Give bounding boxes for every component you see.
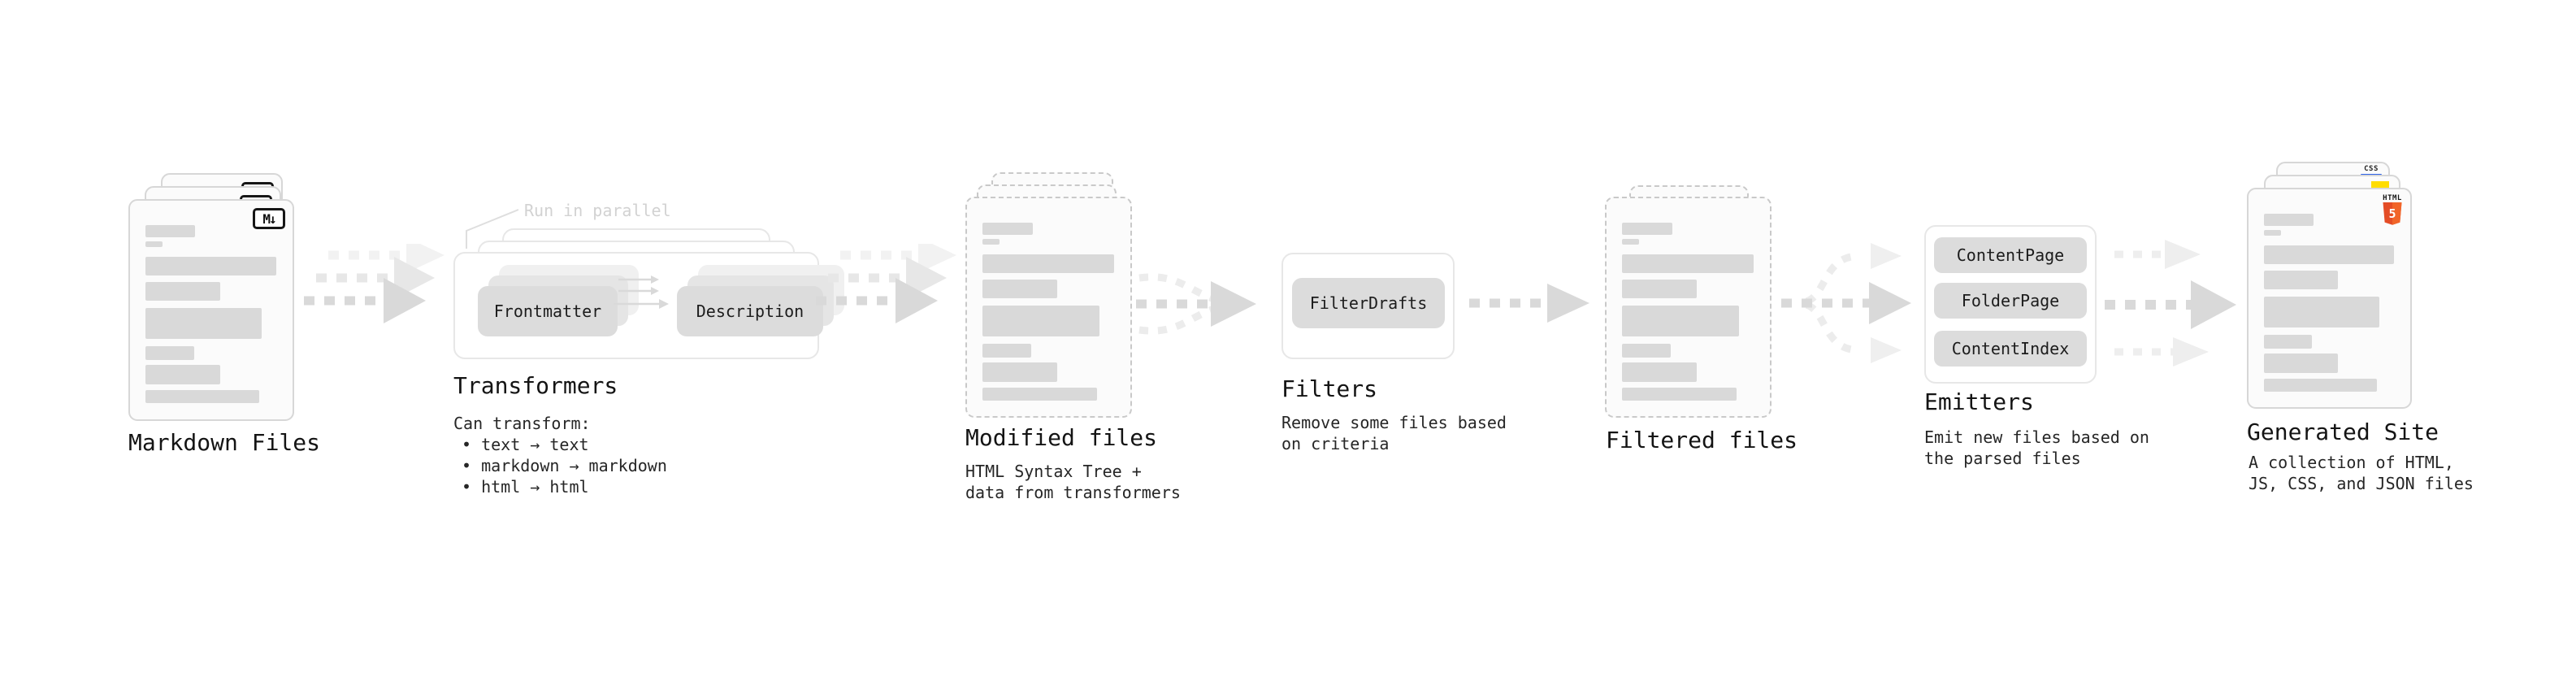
contentindex-pill: ContentIndex <box>1934 331 2087 367</box>
flow-arrow-modified-to-filters <box>1136 273 1256 335</box>
filterdrafts-pill: FilterDrafts <box>1292 278 1445 328</box>
skeleton-bar <box>1622 254 1754 273</box>
generated-site-label: Generated Site <box>2247 419 2439 445</box>
skeleton-bar <box>145 241 163 247</box>
generated-site-desc-line: JS, CSS, and JSON files <box>2249 474 2474 493</box>
skeleton-bar <box>145 308 262 339</box>
flow-arrow-transformers-to-modified <box>816 244 956 323</box>
skeleton-bar <box>145 390 260 403</box>
filtered-file-card-front <box>1605 197 1772 418</box>
skeleton-bar <box>1622 223 1672 235</box>
filters-desc-line: on criteria <box>1281 434 1390 453</box>
modified-files-desc-line: data from transformers <box>965 483 1181 502</box>
transformers-title: Transformers <box>453 372 618 399</box>
svg-text:5: 5 <box>2388 206 2396 221</box>
flow-arrow-filtered-to-emitters <box>1781 243 1911 363</box>
site-file-card-html: HTML 5 <box>2247 188 2412 409</box>
skeleton-bar <box>1622 344 1671 358</box>
skeleton-bar <box>2264 379 2378 392</box>
html5-shield: 5 <box>2383 202 2402 225</box>
js-badge-icon <box>2371 181 2389 190</box>
skeleton-bar <box>2264 297 2380 327</box>
flow-arrow-filters-to-filtered <box>1469 284 1589 323</box>
modified-files-label: Modified files <box>965 424 1158 451</box>
css-badge-text: CSS <box>2364 165 2379 173</box>
skeleton-bar <box>2264 335 2313 349</box>
skeleton-bar <box>145 282 220 301</box>
skeleton-bar <box>1622 239 1640 245</box>
modified-file-card-front <box>965 197 1132 418</box>
transformers-bullet: • html → html <box>462 477 589 497</box>
document-skeleton <box>1607 198 1770 401</box>
pill-connector-arrows <box>614 275 669 309</box>
skeleton-bar <box>982 362 1058 382</box>
modified-files-description: HTML Syntax Tree + data from transformer… <box>965 461 1181 503</box>
skeleton-bar <box>982 223 1033 235</box>
skeleton-bar <box>982 254 1114 273</box>
skeleton-bar <box>2264 271 2339 289</box>
transformers-desc-heading: Can transform: <box>453 414 591 433</box>
parallel-callout-line <box>466 209 519 249</box>
markdown-files-label: Markdown Files <box>128 429 321 456</box>
skeleton-bar <box>1622 306 1740 336</box>
transformers-description: Can transform: • text → text • markdown … <box>453 413 667 497</box>
folderpage-pill: FolderPage <box>1934 283 2087 319</box>
skeleton-bar <box>982 239 1000 245</box>
filters-description: Remove some files based on criteria <box>1281 412 1507 454</box>
skeleton-bar <box>145 257 276 275</box>
document-skeleton <box>967 198 1130 401</box>
html5-word: HTML <box>2383 194 2402 202</box>
contentpage-pill: ContentPage <box>1934 237 2087 273</box>
run-in-parallel-note: Run in parallel <box>524 201 671 220</box>
document-skeleton <box>130 201 293 403</box>
frontmatter-pill: Frontmatter <box>478 286 618 336</box>
generated-site-desc-line: A collection of HTML, <box>2249 453 2454 472</box>
skeleton-bar <box>1622 280 1698 298</box>
skeleton-bar <box>2264 230 2281 236</box>
emitters-title: Emitters <box>1924 388 2034 415</box>
html5-icon: HTML 5 <box>2382 194 2403 226</box>
skeleton-bar <box>2264 214 2314 226</box>
filters-desc-line: Remove some files based <box>1281 413 1507 432</box>
generated-site-description: A collection of HTML, JS, CSS, and JSON … <box>2249 452 2474 494</box>
markdown-icon: M↓ <box>253 208 285 229</box>
filtered-files-label: Filtered files <box>1606 427 1798 453</box>
skeleton-bar <box>145 225 196 237</box>
skeleton-bar <box>2264 354 2339 373</box>
transformers-bullet: • text → text <box>462 435 589 454</box>
skeleton-bar <box>982 388 1097 401</box>
description-pill: Description <box>677 286 823 336</box>
emitters-desc-line: Emit new files based on <box>1924 427 2149 447</box>
filters-title: Filters <box>1281 375 1378 402</box>
emitters-description: Emit new files based on the parsed files <box>1924 427 2149 469</box>
skeleton-bar <box>1622 388 1737 401</box>
skeleton-bar <box>982 306 1100 336</box>
document-skeleton <box>2249 189 2410 392</box>
markdown-file-card-front: M↓ <box>128 199 294 421</box>
skeleton-bar <box>982 280 1058 298</box>
emitters-desc-line: the parsed files <box>1924 449 2081 468</box>
skeleton-bar <box>1622 362 1698 382</box>
skeleton-bar <box>982 344 1031 358</box>
skeleton-bar <box>145 346 194 360</box>
skeleton-bar <box>145 365 220 384</box>
modified-files-desc-line: HTML Syntax Tree + <box>965 462 1142 481</box>
skeleton-bar <box>2264 245 2394 264</box>
flow-arrow-emitters-to-site <box>2105 240 2236 367</box>
flow-arrow-markdown-to-transformers <box>304 244 445 323</box>
transformers-bullet: • markdown → markdown <box>462 456 667 475</box>
